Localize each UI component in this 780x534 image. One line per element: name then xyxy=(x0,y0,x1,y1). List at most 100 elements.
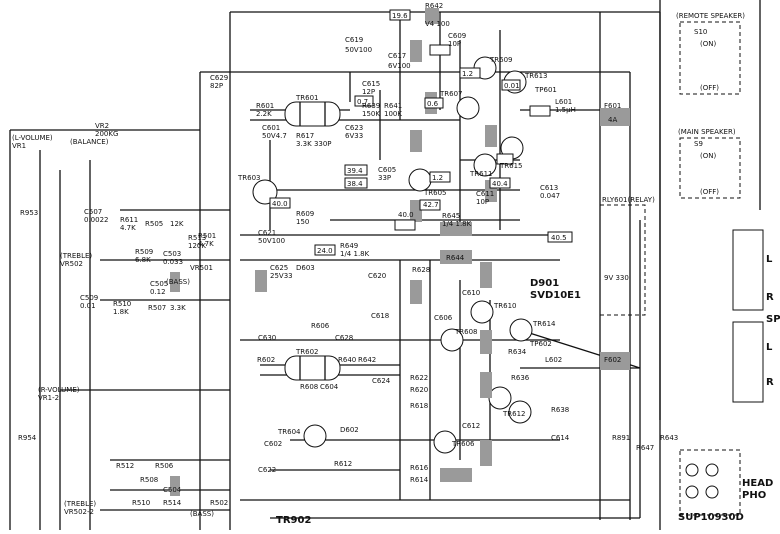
label-c623v: 6V33 xyxy=(345,132,363,140)
label-0-7: 0.7 xyxy=(357,98,368,106)
label-c601v: 50V4.7 xyxy=(262,132,287,140)
label-c621v: 50V100 xyxy=(258,237,285,245)
label-c629v: 82P xyxy=(210,82,223,90)
label-l602: L602 xyxy=(545,356,562,364)
label-vr1b: VR1-2 xyxy=(38,394,59,402)
label-c603: 3.3K 330P xyxy=(296,140,332,148)
label-speaker-l2: L xyxy=(766,342,773,353)
remote-speaker-switch xyxy=(679,21,741,95)
label-tr604: TR604 xyxy=(277,428,301,436)
label-c613: C613 xyxy=(540,184,558,192)
label-l601v: 1.5μH xyxy=(555,106,576,114)
label-phone: PHO xyxy=(742,490,766,501)
label-speaker-r2: R xyxy=(766,377,774,388)
label-lvolume: (L-VOLUME) xyxy=(12,134,53,142)
label-s10: S10 xyxy=(694,28,707,36)
label-c610: C610 xyxy=(462,289,480,297)
label-tr605: TR605 xyxy=(423,189,447,197)
label-r954: R954 xyxy=(18,434,37,442)
label-bass: (BASS) xyxy=(166,278,190,286)
label-remote-speaker: (REMOTE SPEAKER) xyxy=(676,12,745,20)
label-c625: C625 xyxy=(270,264,288,272)
label-treble: (TREBLE) xyxy=(60,252,92,260)
label-r618: R618 xyxy=(410,402,428,410)
label-off1: (OFF) xyxy=(700,84,719,92)
label-r513v: 120K xyxy=(188,242,206,250)
tr607-transistor xyxy=(456,96,480,120)
label-c624: C624 xyxy=(372,377,391,385)
label-r611v: 4.7K xyxy=(120,224,136,232)
label-c617v: 6V100 xyxy=(388,62,411,70)
label-r509: R509 xyxy=(135,248,153,256)
label-r645v: 1/4 1.8K xyxy=(442,220,472,228)
right-channel-amp xyxy=(240,250,641,500)
label-r641: R641 xyxy=(384,102,402,110)
label-r649: R649 xyxy=(340,242,358,250)
label-tr602: TR602 xyxy=(295,348,319,356)
label-r602: R602 xyxy=(257,356,275,364)
label-c621: C621 xyxy=(258,229,276,237)
label-d901: D901 xyxy=(530,278,559,289)
tr608-transistor xyxy=(440,328,464,352)
label-balance: (BALANCE) xyxy=(70,138,109,146)
label-c622: C622 xyxy=(258,466,276,474)
label-r507v: 3.3K xyxy=(170,304,186,312)
label-0-6: 0.6 xyxy=(427,100,439,108)
label-rvolume: (R-VOLUME) xyxy=(38,386,80,394)
label-on1: (ON) xyxy=(700,40,716,48)
label-vr502b: VR502-2 xyxy=(64,508,94,516)
label-tr603: TR603 xyxy=(237,174,261,182)
tr601-transistor xyxy=(284,101,341,127)
label-c628: C628 xyxy=(335,334,353,342)
label-r508: R508 xyxy=(140,476,158,484)
tr611-transistor xyxy=(473,153,497,177)
label-r506: R506 xyxy=(155,462,174,470)
label-head: HEAD xyxy=(742,478,773,489)
label-vr1: VR1 xyxy=(12,142,26,150)
label-r611: R611 xyxy=(120,216,138,224)
label-r608: R608 xyxy=(300,383,318,391)
label-r617: R617 xyxy=(296,132,314,140)
label-c615: C615 xyxy=(362,80,380,88)
label-r510b: R510 xyxy=(132,499,150,507)
left-channel-amp xyxy=(250,8,630,243)
label-on2: (ON) xyxy=(700,152,716,160)
label-r616: R616 xyxy=(410,464,429,472)
label-d603: D603 xyxy=(296,264,315,272)
label-relay: RLY601(RELAY) xyxy=(602,196,655,204)
label-r614: R614 xyxy=(410,476,429,484)
label-relay-spec: 9V 330 xyxy=(604,274,629,282)
tr616-transistor xyxy=(508,400,532,424)
speaker-terminal-main xyxy=(732,229,764,311)
label-speaker-r1: R xyxy=(766,292,774,303)
label-supl: SUP10930D xyxy=(678,512,744,523)
label-c611v: 10P xyxy=(476,198,489,206)
label-c507v: 0.0022 xyxy=(84,216,109,224)
label-r609: R609 xyxy=(296,210,314,218)
label-r501v: 4.7K xyxy=(198,240,214,248)
tr612-transistor xyxy=(488,386,512,410)
label-c509: C509 xyxy=(80,294,98,302)
label-r622: R622 xyxy=(410,374,428,382)
label-c601: C601 xyxy=(262,124,280,132)
label-r606: R606 xyxy=(311,322,330,330)
label-0-01: 0.01 xyxy=(504,82,520,90)
label-c605: C605 xyxy=(378,166,396,174)
label-40-4: 40.4 xyxy=(492,180,508,188)
main-speaker-switch xyxy=(679,137,741,199)
label-r647: R647 xyxy=(636,444,654,452)
label-c503: C503 xyxy=(163,250,181,258)
speaker-relay-section xyxy=(599,0,764,530)
label-tr609: TR609 xyxy=(489,56,513,64)
component-labels: R642 V4 100 19.6 C619 50V100 C617 6V100 … xyxy=(12,2,780,526)
label-c504: C504 xyxy=(163,486,182,494)
label-r628: R628 xyxy=(412,266,430,274)
label-tr606: TR606 xyxy=(451,440,475,448)
label-r509v: 6.8K xyxy=(135,256,151,264)
label-r642: R642 xyxy=(425,2,443,10)
label-c609v: 10P xyxy=(448,40,461,48)
label-r639: R639 xyxy=(362,102,380,110)
label-r649v: 1/4 1.8K xyxy=(340,250,370,258)
label-vr2: VR2 xyxy=(95,122,109,130)
label-r638: R638 xyxy=(551,406,569,414)
